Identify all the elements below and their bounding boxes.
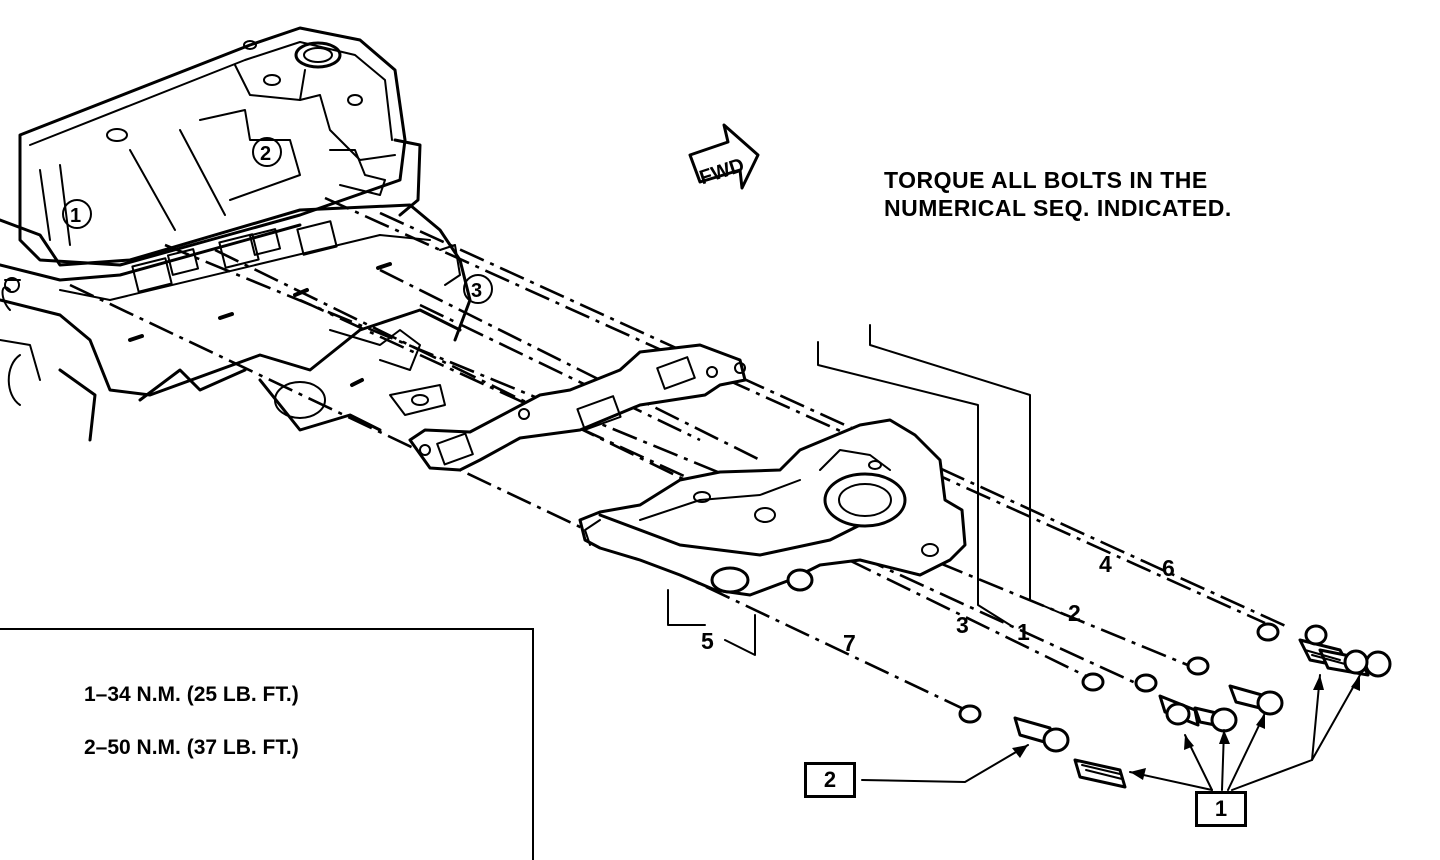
- fasteners: [958, 622, 1392, 789]
- seq-number-3: 3: [956, 612, 969, 638]
- callout-arrows: [861, 674, 1361, 791]
- exhaust-manifold: [578, 418, 967, 597]
- callout-box-2: 2: [804, 762, 856, 798]
- seq-number-2: 2: [1068, 600, 1081, 626]
- seq-number-5: 5: [701, 628, 714, 654]
- washer: [1081, 672, 1105, 692]
- note-line-2: NUMERICAL SEQ. INDICATED.: [884, 195, 1232, 221]
- sequence-leader-lines: [667, 324, 1066, 656]
- seq-number-1: 1: [1017, 619, 1030, 645]
- washer: [1134, 673, 1158, 693]
- seq-number-6: 6: [1162, 555, 1175, 581]
- sequence-numbers: 1 2 3 4 5 6 7: [701, 551, 1175, 656]
- seq-number-7: 7: [843, 630, 856, 656]
- note-line-1: TORQUE ALL BOLTS IN THE: [884, 167, 1208, 193]
- engine-assembly: 1 2 3: [0, 26, 493, 442]
- torque-spec-2: 2–50 N.M. (37 LB. FT.): [84, 736, 299, 759]
- callout-box-1: 1: [1195, 791, 1247, 827]
- alignment-lines: [69, 196, 1291, 714]
- washer: [1186, 656, 1210, 676]
- torque-spec-1: 1–34 N.M. (25 LB. FT.): [84, 683, 299, 706]
- torque-sequence-note: TORQUE ALL BOLTS IN THE NUMERICAL SEQ. I…: [884, 166, 1232, 222]
- cylinder-label-2: 2: [260, 143, 271, 165]
- washer: [1256, 622, 1280, 642]
- cylinder-label-3: 3: [471, 280, 482, 302]
- torque-spec-box: [0, 628, 534, 860]
- manifold-gasket: [408, 343, 747, 472]
- cylinder-label-1: 1: [70, 205, 81, 227]
- washer: [958, 704, 982, 724]
- seq-number-4: 4: [1099, 551, 1112, 577]
- forward-arrow-icon: FWD: [688, 123, 760, 190]
